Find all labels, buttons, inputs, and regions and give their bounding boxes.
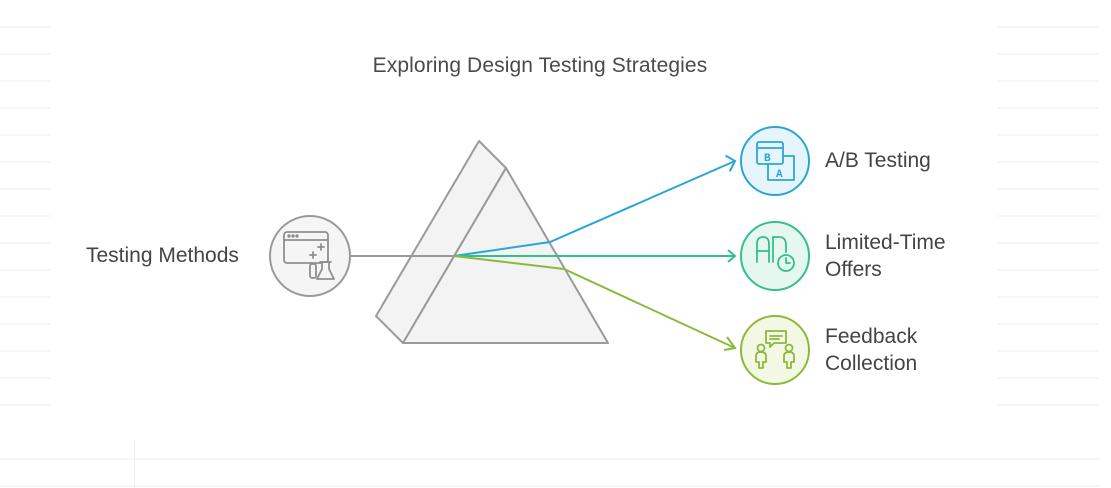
output-node-limited-time-offers bbox=[740, 221, 810, 291]
source-label: Testing Methods bbox=[86, 244, 239, 267]
ad-clock-icon bbox=[756, 236, 795, 272]
output-node-feedback-collection bbox=[740, 315, 810, 385]
browser-lab-flask-icon bbox=[283, 231, 335, 280]
source-node bbox=[269, 215, 351, 297]
ab-test-windows-icon: B A bbox=[756, 141, 795, 181]
output-node-ab-testing: B A bbox=[740, 126, 810, 196]
output-label-limited-time-offers: Limited-Time Offers bbox=[825, 231, 946, 281]
arrow-head-fb bbox=[723, 336, 737, 351]
output-rays bbox=[453, 154, 737, 351]
prism bbox=[375, 140, 609, 344]
ray-feedback bbox=[453, 255, 736, 349]
svg-text:B: B bbox=[764, 153, 771, 165]
two-people-chat-icon bbox=[755, 330, 795, 369]
svg-text:A: A bbox=[776, 169, 783, 181]
output-label-ab-testing: A/B Testing bbox=[825, 149, 931, 172]
ray-ab-testing bbox=[453, 160, 736, 257]
arrow-head-ab bbox=[725, 154, 737, 172]
diagram-title: Exploring Design Testing Strategies bbox=[372, 54, 708, 77]
arrow-head-lto bbox=[727, 249, 737, 263]
output-label-feedback-collection: Feedback Collection bbox=[825, 325, 918, 375]
